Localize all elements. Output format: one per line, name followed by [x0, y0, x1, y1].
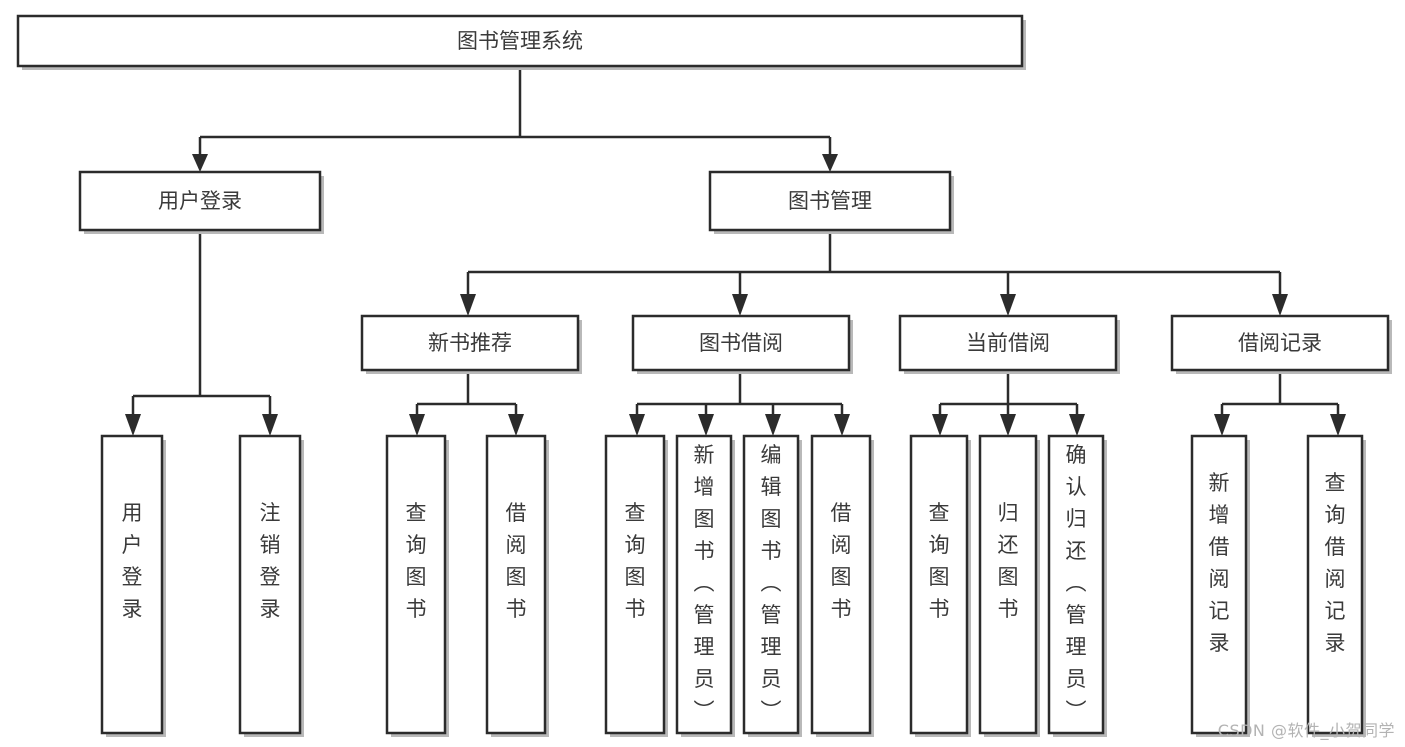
leaf-bookborrow-add-label: 新增图书︵管理员︶: [694, 443, 715, 723]
leaf-borrowrecord-query[interactable]: 查询借阅记录: [1306, 434, 1366, 737]
arrowhead-currentborrow-leaf3: [1069, 414, 1085, 436]
arrowhead-borrowrecord: [1272, 294, 1288, 316]
user-login-box: [78, 170, 322, 232]
arrowhead-borrowrecord-leaf2: [1330, 414, 1346, 436]
arrowhead-leaf-user-login: [125, 414, 141, 436]
leaf-currentborrow-confirm-box: [1047, 434, 1105, 735]
arrowhead-currentborrow-leaf1: [932, 414, 948, 436]
borrow-record-box: [1170, 314, 1390, 372]
leaf-currentborrow-query-label: 查询图书: [929, 501, 950, 621]
arrowhead-borrowrecord-leaf1: [1214, 414, 1230, 436]
book-manage-box: [708, 170, 952, 232]
node-new-book-recommend[interactable]: 新书推荐: [360, 314, 582, 374]
node-book-manage[interactable]: 图书管理: [708, 170, 954, 234]
new-book-box: [360, 314, 580, 372]
leaf-newbook-query-box: [385, 434, 447, 735]
arrowhead-bookborrow-leaf1: [629, 414, 645, 436]
node-book-borrow[interactable]: 图书借阅: [631, 314, 853, 374]
leaf-newbook-borrow[interactable]: 借阅图书: [485, 434, 549, 737]
arrowhead-newbook-leaf1: [409, 414, 425, 436]
node-current-borrow[interactable]: 当前借阅: [898, 314, 1120, 374]
leaf-bookborrow-query[interactable]: 查询图书: [604, 434, 668, 737]
leaf-user-login[interactable]: 用户登录: [100, 434, 166, 737]
arrowhead-bookborrow-leaf4: [834, 414, 850, 436]
book-manage-label: 图书管理: [788, 189, 872, 213]
leaf-newbook-query-label: 查询图书: [406, 501, 427, 621]
leaf-currentborrow-query-box: [909, 434, 969, 735]
arrowhead-newbook: [460, 294, 476, 316]
leaf-user-login-box: [100, 434, 164, 735]
arrowhead-bookborrow-leaf2: [698, 414, 714, 436]
arrowhead-bookborrow-leaf3: [765, 414, 781, 436]
arrowhead-user-login: [192, 154, 208, 172]
book-borrow-box: [631, 314, 851, 372]
leaf-bookborrow-add[interactable]: 新增图书︵管理员︶: [675, 434, 735, 737]
leaf-bookborrow-borrow-box: [810, 434, 872, 735]
leaf-bookborrow-borrow[interactable]: 借阅图书: [810, 434, 874, 737]
leaf-borrowrecord-add-box: [1190, 434, 1248, 735]
new-book-label: 新书推荐: [428, 331, 512, 355]
leaf-logout[interactable]: 注销登录: [238, 434, 304, 737]
current-borrow-box: [898, 314, 1118, 372]
user-login-label: 用户登录: [158, 189, 242, 213]
leaf-bookborrow-borrow-label: 借阅图书: [831, 501, 852, 621]
arrowhead-bookborrow: [732, 294, 748, 316]
leaf-currentborrow-confirm[interactable]: 确认归还︵管理员︶: [1047, 434, 1107, 737]
csdn-watermark: CSDN @软件_小贺同学: [1217, 721, 1395, 740]
leaf-bookborrow-edit-label: 编辑图书︵管理员︶: [761, 443, 782, 723]
leaf-bookborrow-edit-box: [742, 434, 800, 735]
leaf-bookborrow-edit[interactable]: 编辑图书︵管理员︶: [742, 434, 802, 737]
leaf-borrowrecord-query-label: 查询借阅记录: [1325, 471, 1346, 655]
edges-layer: [125, 67, 1346, 436]
root-box: [16, 14, 1024, 68]
arrowhead-currentborrow: [1000, 294, 1016, 316]
node-borrow-record[interactable]: 借阅记录: [1170, 314, 1392, 374]
arrowhead-newbook-leaf2: [508, 414, 524, 436]
borrow-record-label: 借阅记录: [1238, 331, 1322, 355]
leaf-bookborrow-query-label: 查询图书: [625, 501, 646, 621]
leaf-currentborrow-return-box: [978, 434, 1038, 735]
leaf-newbook-borrow-box: [485, 434, 547, 735]
arrowhead-currentborrow-leaf2: [1000, 414, 1016, 436]
leaf-logout-box: [238, 434, 302, 735]
leaf-borrowrecord-add-label: 新增借阅记录: [1209, 471, 1230, 655]
node-user-login[interactable]: 用户登录: [78, 170, 324, 234]
leaf-borrowrecord-add[interactable]: 新增借阅记录: [1190, 434, 1250, 737]
leaf-newbook-query[interactable]: 查询图书: [385, 434, 449, 737]
leaf-currentborrow-query[interactable]: 查询图书: [909, 434, 971, 737]
leaf-logout-label: 注销登录: [260, 501, 281, 621]
node-root[interactable]: 图书管理系统: [16, 14, 1026, 70]
arrowhead-leaf-logout: [262, 414, 278, 436]
arrowhead-book-manage: [822, 154, 838, 172]
book-borrow-label: 图书借阅: [699, 331, 783, 355]
leaf-bookborrow-query-box: [604, 434, 666, 735]
root-label: 图书管理系统: [457, 29, 583, 53]
leaf-newbook-borrow-label: 借阅图书: [506, 501, 527, 621]
leaf-currentborrow-return-label: 归还图书: [998, 501, 1019, 621]
leaf-currentborrow-confirm-label: 确认归还︵管理员︶: [1066, 443, 1087, 723]
leaf-currentborrow-return[interactable]: 归还图书: [978, 434, 1040, 737]
leaf-borrowrecord-query-box: [1306, 434, 1364, 735]
current-borrow-label: 当前借阅: [966, 331, 1050, 355]
leaf-user-login-label: 用户登录: [122, 501, 143, 621]
leaf-bookborrow-add-box: [675, 434, 733, 735]
